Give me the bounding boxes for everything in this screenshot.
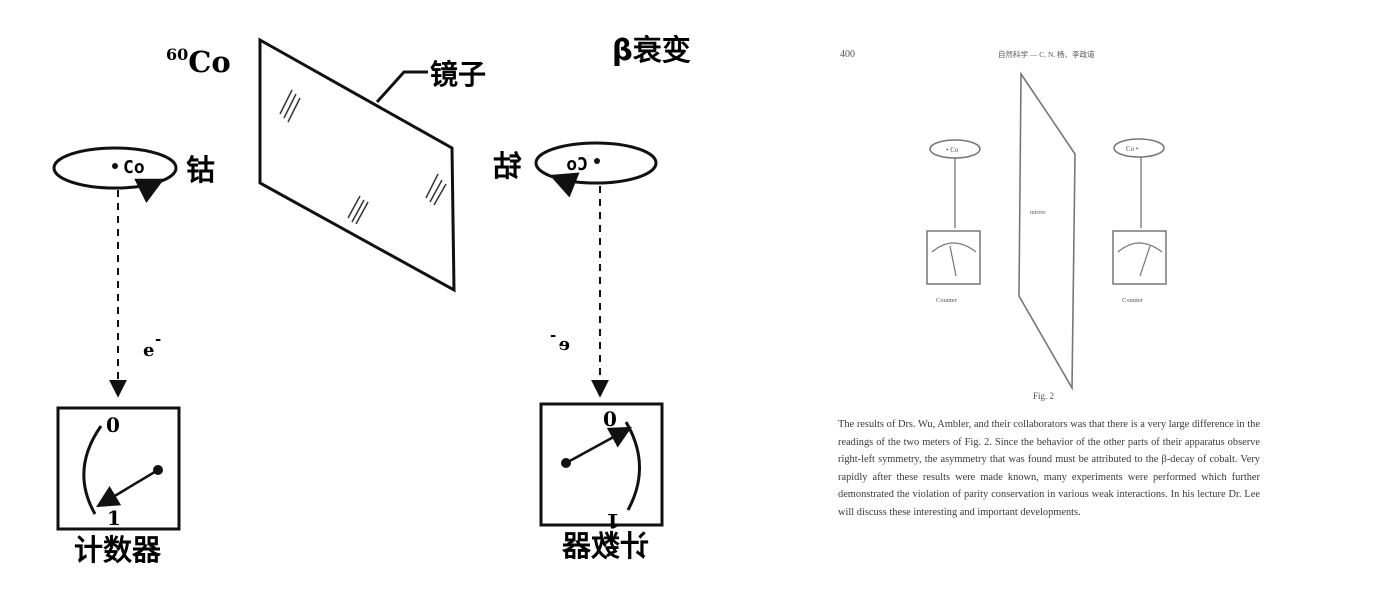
gauge-needle-right (565, 426, 632, 465)
svg-text:1: 1 (606, 509, 620, 533)
electron-charge-right: - (550, 326, 556, 344)
cobalt-source-ellipse-left (52, 146, 178, 190)
mirror (258, 37, 456, 293)
gauge-scale-arc-left (82, 425, 103, 515)
scan-source-right-label: Co • (1126, 145, 1139, 153)
scan-counter-right (1112, 230, 1167, 285)
gauge-zero-left: 0 (106, 413, 120, 437)
cobalt-atom-dot-right (594, 158, 600, 164)
scan-counter-left-label: Counter (936, 297, 958, 304)
fig-caption: Fig. 2 (1033, 391, 1054, 401)
isotope-label: 60Co (166, 45, 231, 79)
mirror-hatch-marks (279, 89, 447, 225)
scan-paragraph: The results of Drs. Wu, Ambler, and thei… (838, 419, 1260, 518)
scan-source-left-label: • Co (946, 146, 959, 154)
scan-counter-left-needle (949, 245, 957, 277)
scan-counter-right-needle (1139, 245, 1151, 277)
svg-text:Co: Co (566, 154, 588, 175)
spin-arrow-left (134, 178, 165, 203)
isotope-mass-number: 60 (166, 45, 188, 64)
gauge-scale-arc-right (624, 421, 641, 511)
beta-decay-label: β衰变 (612, 33, 691, 67)
scan-counter-right-arc (1117, 242, 1163, 253)
gauge-pivot-left (153, 465, 163, 475)
counter-label-left: 计数器 (74, 533, 162, 567)
electron-label-left: e (143, 340, 154, 361)
cobalt-source-ellipse-right (534, 141, 658, 185)
counter-box-left (56, 406, 181, 531)
running-head: 自然科学 — C. N. 杨、李政道 (998, 49, 1095, 59)
isotope-symbol: Co (188, 45, 230, 79)
mirror-label-leader (375, 70, 428, 104)
scan-source-right (1113, 138, 1165, 158)
svg-text:计数器: 计数器 (561, 529, 649, 563)
cobalt-symbol-left: Co (123, 157, 145, 178)
electron-label-right-mirrored: e (559, 334, 570, 355)
svg-text:钴: 钴 (493, 149, 522, 183)
scan-mirror-text: mirror (1030, 210, 1045, 216)
scan-counter-left-arc (931, 242, 977, 253)
electron-charge-left: - (155, 330, 161, 348)
svg-text:e: e (559, 334, 570, 355)
spin-arrow-right (549, 172, 580, 198)
page-number: 400 (840, 49, 855, 60)
mirror-label: 镜子 (430, 58, 486, 91)
gauge-zero-right: 0 (603, 407, 617, 431)
gauge-needle-left (96, 468, 159, 508)
scan-counter-right-label: Counter (1122, 297, 1144, 304)
gauge-one-right-mirrored: 1 (606, 509, 620, 533)
gauge-one-left: 1 (107, 506, 121, 530)
cobalt-char-right-mirrored: 钴 (493, 149, 522, 183)
cobalt-char-left: 钴 (186, 153, 215, 187)
gauge-pivot-right (561, 458, 571, 468)
cobalt-atom-dot-left (112, 163, 118, 169)
counter-box-right (539, 402, 664, 527)
scan-mirror (1018, 71, 1076, 391)
cobalt-symbol-right-mirrored: Co (566, 154, 588, 175)
scan-counter-left (926, 230, 981, 285)
counter-label-right-mirrored: 计数器 (561, 529, 649, 563)
